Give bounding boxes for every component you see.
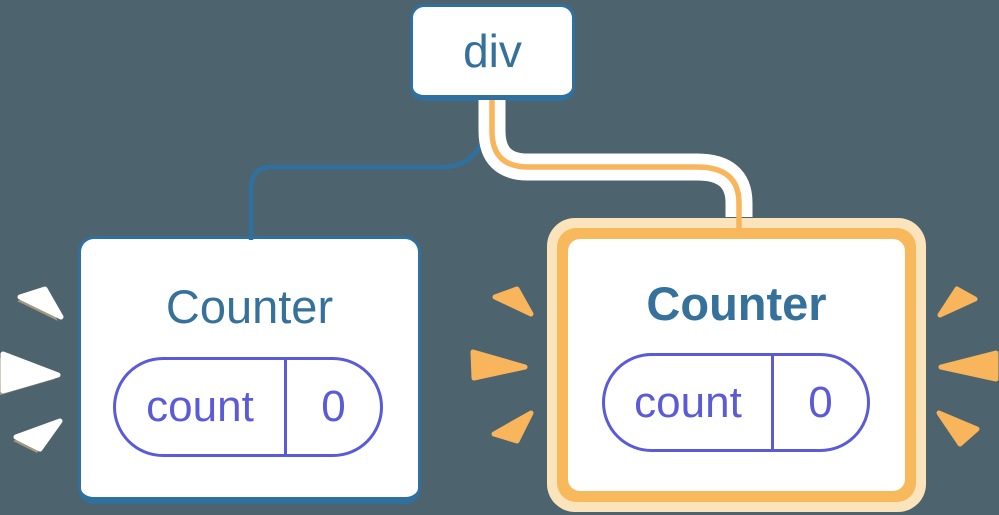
sparkle-shadow-icon bbox=[0, 358, 55, 395]
tree-node-div: div bbox=[410, 4, 575, 101]
sparkle-orange-icon bbox=[492, 286, 534, 317]
highlight-ring-inner: Counter count 0 bbox=[557, 228, 916, 502]
state-key-right: count bbox=[605, 356, 774, 449]
state-pill-left: count 0 bbox=[113, 357, 383, 457]
sparkle-white-icon bbox=[0, 351, 61, 394]
sparkle-orange-icon bbox=[491, 410, 534, 444]
counter-title-right: Counter bbox=[646, 277, 827, 330]
sparkles-right-outer-group bbox=[936, 286, 999, 447]
highlight-ring-outer: Counter count 0 bbox=[547, 218, 926, 512]
connector-highlight-edge bbox=[489, 100, 742, 232]
counter-node-right: Counter count 0 bbox=[568, 239, 905, 491]
state-pill-right: count 0 bbox=[602, 353, 870, 452]
counter-node-left: Counter count 0 bbox=[78, 236, 421, 504]
sparkle-shadow-icon bbox=[13, 425, 57, 453]
connector-highlight-casing bbox=[478, 100, 753, 217]
state-value-left: 0 bbox=[321, 382, 346, 431]
connector-blue-edge bbox=[248, 99, 493, 240]
sparkle-orange-icon bbox=[938, 350, 999, 382]
sparkle-shadow-icon bbox=[17, 293, 58, 321]
sparkle-white-icon bbox=[13, 418, 63, 452]
state-key-left: count bbox=[116, 360, 287, 454]
sparkle-white-icon bbox=[17, 286, 64, 320]
sparkles-left-group bbox=[0, 286, 64, 453]
sparkle-orange-icon bbox=[937, 286, 978, 318]
state-value-right: 0 bbox=[808, 377, 833, 427]
sparkle-orange-icon bbox=[936, 410, 980, 447]
sparkles-right-inner-group bbox=[470, 286, 534, 444]
counter-title-left: Counter bbox=[165, 280, 334, 333]
sparkle-orange-icon bbox=[470, 349, 528, 381]
div-node-label: div bbox=[463, 25, 522, 77]
